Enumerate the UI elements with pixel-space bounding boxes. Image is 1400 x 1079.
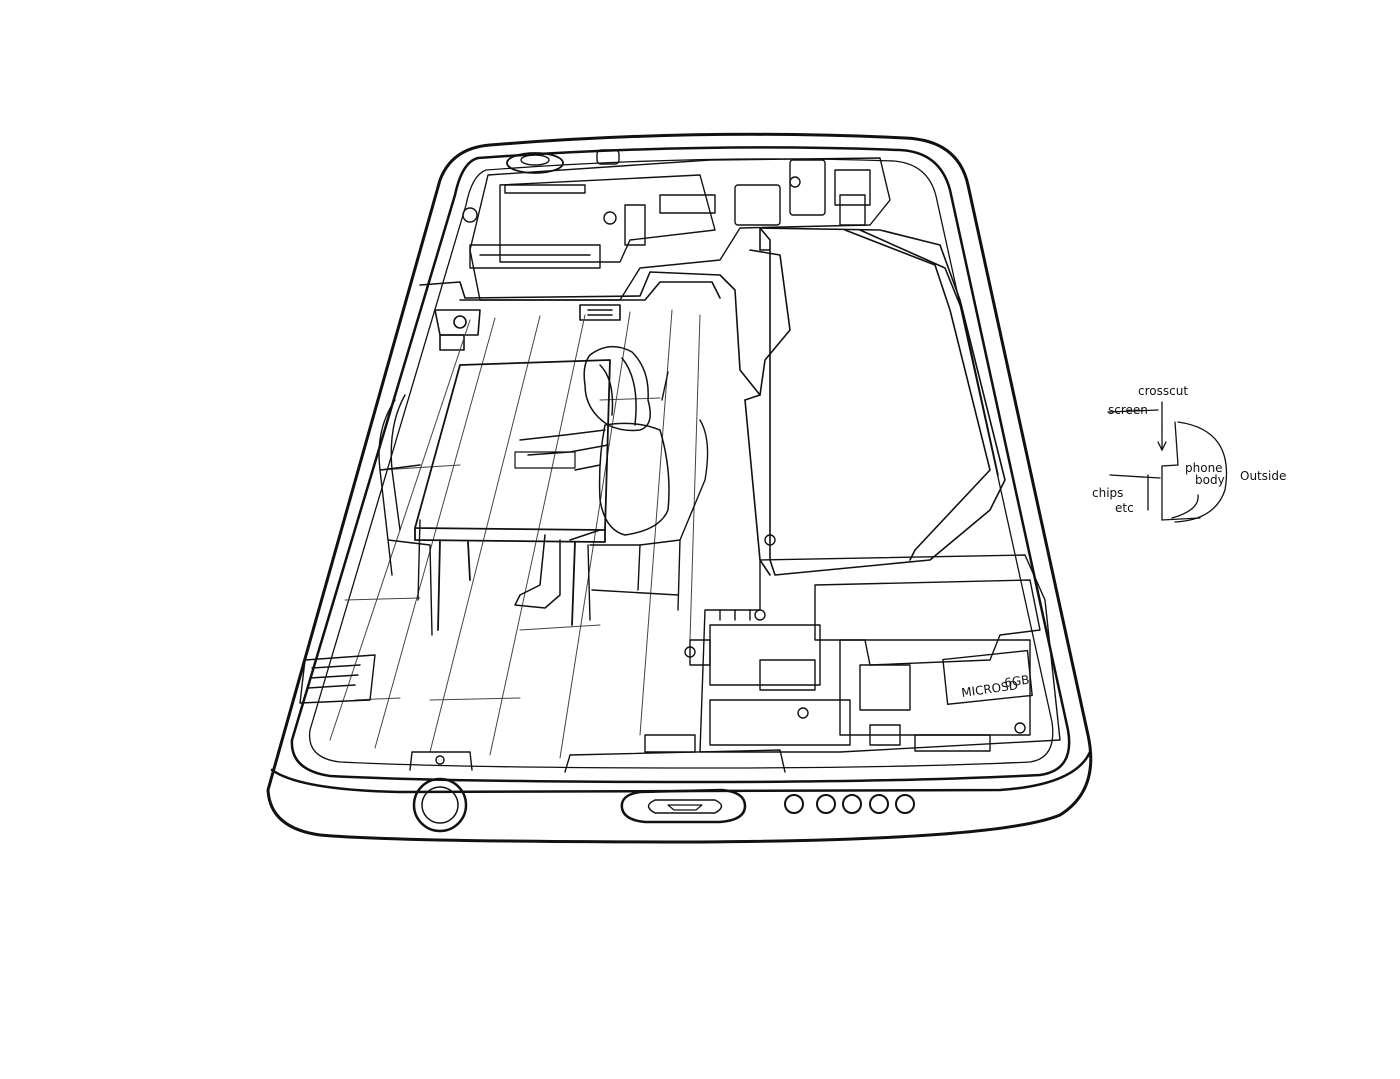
label-outside: Outside	[1240, 469, 1286, 483]
microsd-card: MICROSD 6GB	[960, 673, 1030, 700]
right-chair	[587, 371, 709, 621]
crosscut-labels: crosscut screen phone body Outside chips…	[1092, 384, 1286, 515]
left-chair	[378, 394, 433, 636]
label-crosscut: crosscut	[1138, 384, 1188, 398]
left-frame-wall	[419, 271, 761, 396]
camera-lens-icon	[506, 152, 564, 174]
phone-body-outline	[266, 132, 1093, 844]
battery-frame	[744, 227, 1006, 576]
bottom-connectors	[299, 654, 786, 773]
charging-port	[620, 788, 747, 824]
label-chips: chips	[1092, 486, 1123, 500]
seated-woman	[514, 346, 670, 609]
top-logic-board	[462, 149, 891, 301]
label-screen: screen	[1108, 403, 1148, 417]
label-body: body	[1195, 473, 1225, 487]
headphone-jack	[412, 777, 468, 833]
label-etc: etc	[1115, 501, 1134, 515]
table	[414, 359, 611, 631]
microsd-capacity: 6GB	[1003, 673, 1030, 690]
label-phone: phone	[1185, 461, 1223, 475]
speaker-grille	[784, 794, 915, 814]
crosscut-sketch	[1107, 401, 1228, 523]
